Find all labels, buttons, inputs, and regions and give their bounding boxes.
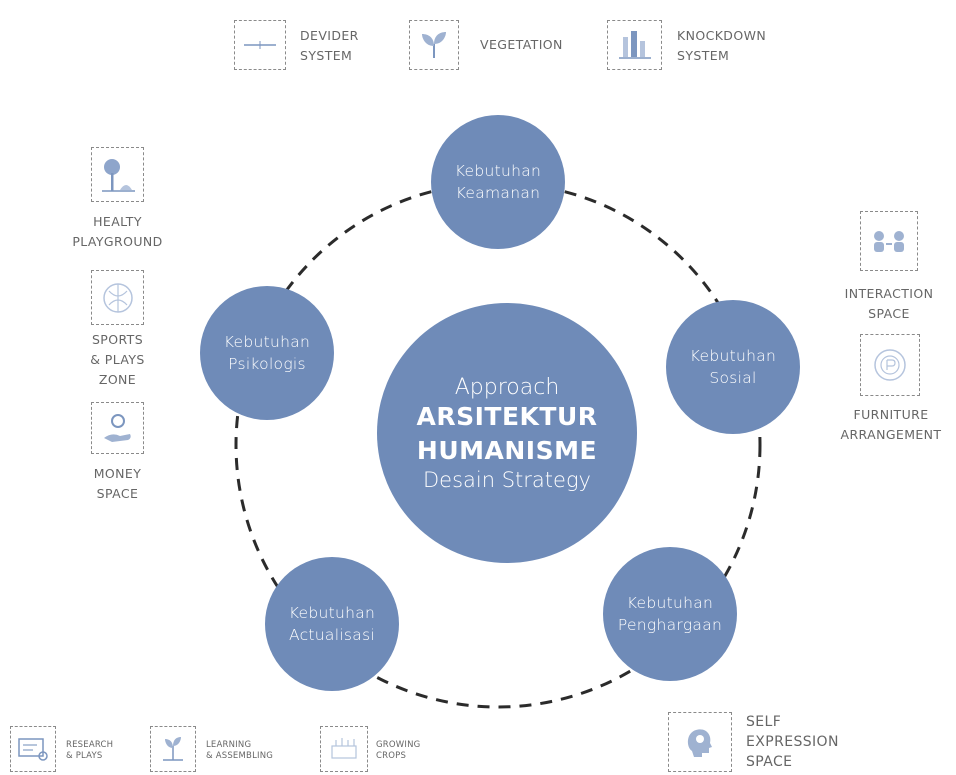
center-line-approach: Approach — [454, 374, 560, 400]
center-line-strategy: Desain Strategy — [423, 467, 591, 492]
money-hand-icon — [91, 402, 144, 454]
plant-sprout-icon — [409, 20, 459, 70]
tree-playground-icon — [91, 147, 144, 202]
crops-icon — [320, 726, 368, 772]
need-psikologis-line2: Psikologis — [228, 355, 306, 373]
need-actualisasi-line2: Actualisasi — [288, 626, 376, 644]
need-sosial-line2: Sosial — [709, 369, 757, 387]
need-psikologis-line1: Kebutuhan — [223, 333, 311, 351]
need-actualisasi-circle: Kebutuhan Actualisasi — [265, 557, 399, 691]
need-sosial-circle: Kebutuhan Sosial — [666, 300, 800, 434]
need-penghargaan-line2: Penghargaan — [617, 616, 723, 634]
need-penghargaan-circle: Kebutuhan Penghargaan — [603, 547, 737, 681]
need-psikologis-circle: Kebutuhan Psikologis — [200, 286, 334, 420]
need-penghargaan-line1: Kebutuhan — [626, 594, 714, 612]
need-sosial-line1: Kebutuhan — [689, 347, 777, 365]
people-interaction-icon — [860, 211, 918, 271]
need-actualisasi-line1: Kebutuhan — [288, 604, 376, 622]
furniture-circle-icon — [860, 334, 920, 396]
knockdown-icon — [607, 20, 662, 70]
strategy-vegetation-label: VEGETATION — [480, 37, 563, 52]
need-keamanan-line1: Kebutuhan — [454, 162, 542, 180]
research-monitor-icon — [10, 726, 56, 772]
center-line-humanisme: HUMANISME — [416, 435, 598, 465]
center-line-arsitektur: ARSITEKTUR — [416, 401, 598, 431]
need-keamanan-line2: Keamanan — [455, 184, 541, 202]
need-keamanan-circle: Kebutuhan Keamanan — [431, 115, 565, 249]
strategy-learning-assembling-label: LEARNING& ASSEMBLING — [206, 740, 274, 761]
center-approach-circle: Approach ARSITEKTUR HUMANISME Desain Str… — [377, 303, 637, 563]
divider-icon — [234, 20, 286, 70]
strategy-research-plays-label: RESEARCH& PLAYS — [66, 740, 114, 761]
learning-plant-icon — [150, 726, 196, 772]
head-expression-icon — [668, 712, 732, 772]
sports-zone-icon — [91, 270, 144, 325]
